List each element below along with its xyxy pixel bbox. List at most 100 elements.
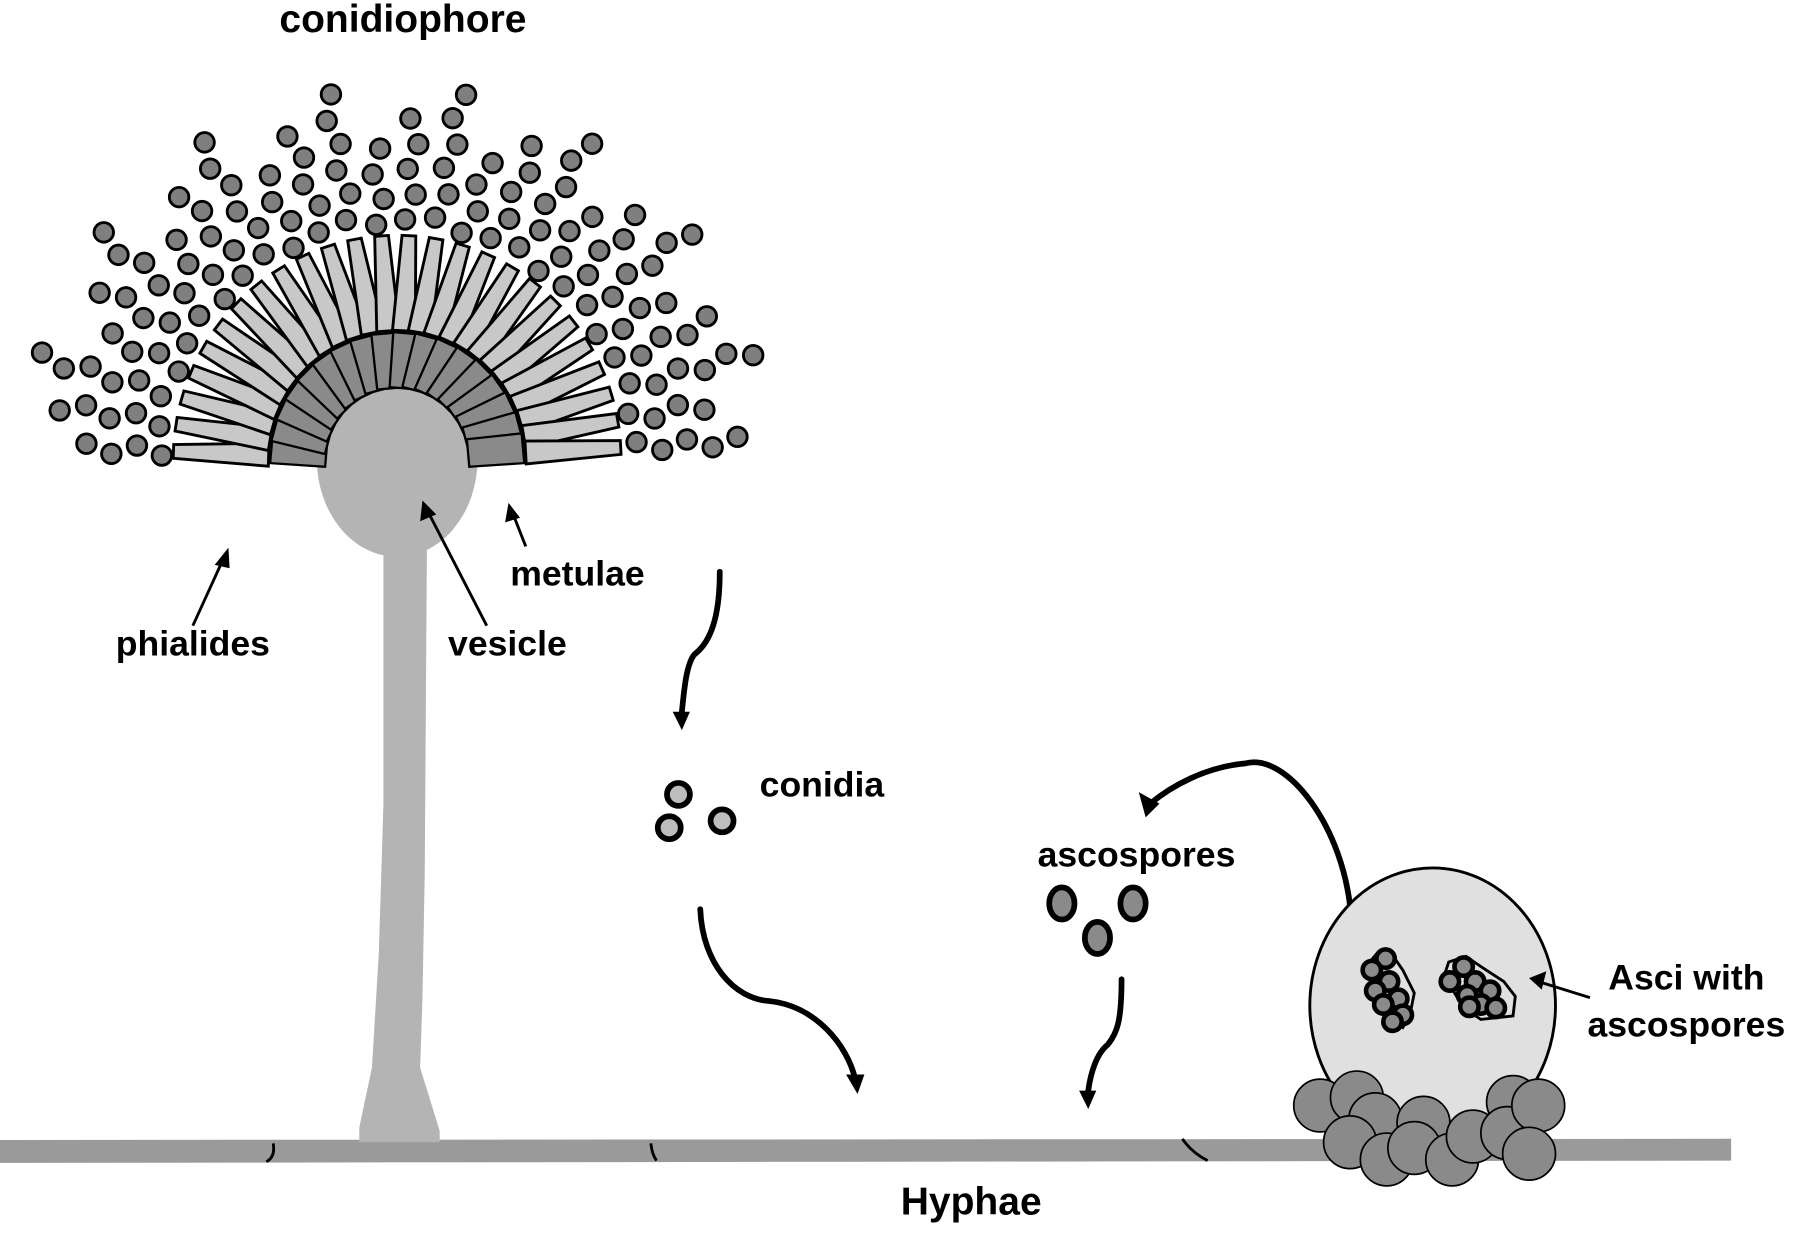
conidium [149,384,173,408]
conidium [315,109,338,133]
conidium [199,225,223,248]
conidium [655,231,678,255]
phialide [319,242,371,343]
label-conidia: conidia [760,765,886,805]
hyphae-strand [0,1138,1732,1163]
vesicle-pointer [420,500,489,627]
conidium [339,182,362,205]
conidium [479,226,502,250]
phialide [171,441,271,468]
hyphae-septum-1 [265,1143,276,1164]
conidium [361,163,384,186]
conidium [655,291,678,315]
conidium [101,371,124,394]
conidium [177,252,200,276]
conidium [576,263,600,287]
conidium [585,322,608,346]
conidium [612,228,635,251]
conidium [643,407,666,430]
conidium [292,146,316,169]
conidium [98,407,121,430]
conidium [465,173,488,196]
conidium [165,228,188,252]
conidium [432,156,456,180]
conidiophore-head [30,83,765,469]
phialide [489,313,580,392]
conidium [466,200,489,223]
hyphae-septum-3 [1181,1137,1209,1162]
conidium [441,106,464,130]
conidium [630,344,653,367]
conidium [280,209,303,233]
conidium [603,346,626,369]
conidium [533,192,557,216]
conidium [231,264,254,287]
ascospore [1438,970,1462,994]
conidium [127,369,151,392]
phialide [178,389,279,437]
phialide [437,250,497,349]
free-ascospore [1046,884,1078,923]
arrow-ascospores-germinate [1079,976,1125,1109]
conidium [558,219,581,243]
conidium [508,236,531,259]
conidium [404,183,427,206]
conidium [319,83,343,106]
conidium [101,322,124,345]
conidium [329,132,352,156]
ascus [1438,954,1517,1021]
conidium [601,285,624,308]
hyphae-septum-2 [649,1143,658,1162]
conidium [187,304,211,327]
conidium [675,428,699,451]
conidium [114,286,138,309]
label-hyphae: Hyphae [901,1181,1042,1224]
phialide [406,235,445,337]
conidium [618,372,641,395]
conidium [528,219,552,242]
label-vesicle: vesicle [448,624,567,664]
conidium [132,306,155,330]
conidium [676,323,699,347]
conidium [399,107,422,130]
conidium [74,394,98,417]
conidium [645,373,668,396]
phialide [248,278,328,369]
metulae-layer [268,330,526,469]
phialide [229,296,315,381]
conidium [125,434,149,457]
conidium [681,223,704,246]
phialide [477,294,563,379]
conidium [423,206,447,229]
conidium [307,221,330,244]
conidium [88,281,111,304]
conidium [550,245,573,268]
phialide [270,263,341,359]
conidium [625,430,648,454]
conidium [575,293,599,317]
phialide [186,363,286,422]
label-metulae: metulae [510,553,644,593]
conidium [147,341,171,365]
conidium [527,259,550,283]
conidium [554,175,578,199]
conidium [651,438,674,462]
label-phialides: phialides [116,624,270,664]
conidium [396,157,419,181]
conidium [611,317,635,341]
phialides-pointer [191,547,230,627]
ascospore [1360,958,1384,982]
conidium [158,311,181,334]
phialide [465,276,543,368]
arrow-conidia-germinate [697,906,865,1095]
conidium [190,199,214,223]
vesicle [316,361,478,557]
conidium [372,187,395,211]
free-conidium [707,806,737,836]
conidium [498,207,521,231]
conidium [588,239,611,262]
conidium [325,159,348,182]
conidium [167,360,190,383]
title-conidiophore: conidiophore [279,0,526,41]
label-asci-line2: ascospores [1587,1005,1785,1045]
